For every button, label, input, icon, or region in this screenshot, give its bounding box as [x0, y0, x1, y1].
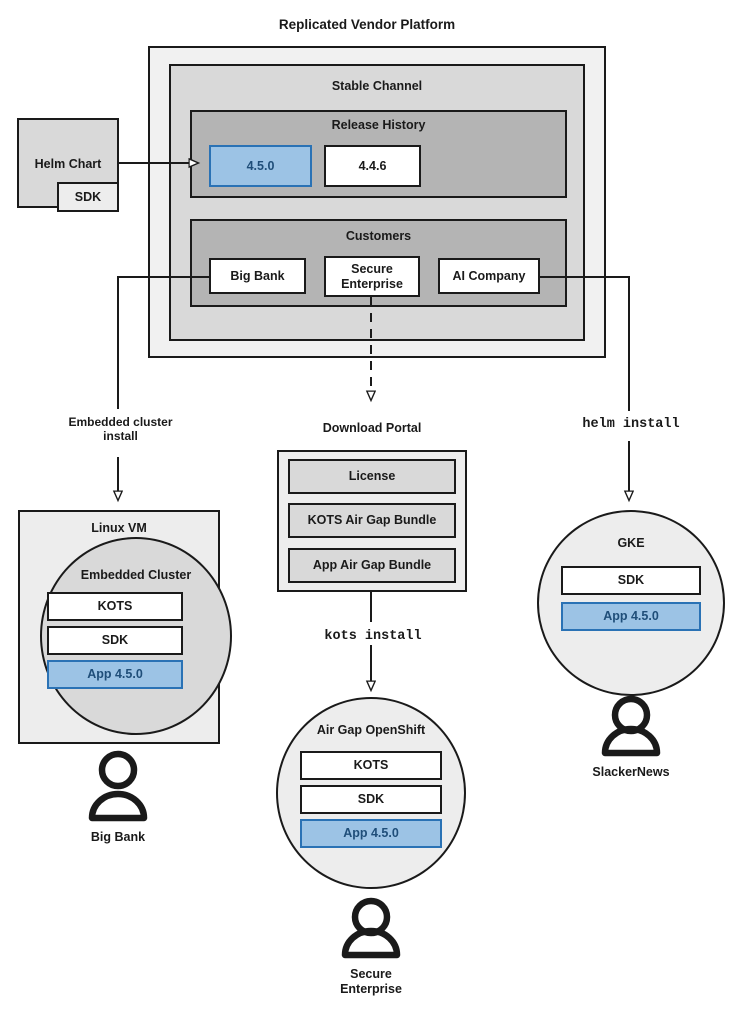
connector-label-embedded-cluster-install: Embedded cluster install [68, 415, 173, 444]
actor-secure-enterprise-label: Secure Enterprise [340, 967, 402, 996]
artifact-license[interactable]: License [288, 459, 456, 494]
connector-label-kots-install: kots install [324, 629, 422, 644]
component-linuxvm-sdk[interactable]: SDK [47, 626, 183, 655]
connector-label-helm-install: helm install [582, 417, 680, 432]
actor-big-bank-label: Big Bank [90, 830, 146, 844]
host-linux-vm-label: Linux VM [91, 521, 147, 535]
person-icon-big-bank [88, 750, 148, 822]
helm-chart-label: Helm Chart [34, 157, 102, 171]
actor-slackernews-label: SlackerNews [592, 765, 670, 779]
customer-secure-enterprise[interactable]: Secure Enterprise [324, 256, 420, 297]
component-openshift-kots[interactable]: KOTS [300, 751, 442, 780]
component-openshift-app[interactable]: App 4.5.0 [300, 819, 442, 848]
person-icon-secure-enterprise [341, 897, 401, 959]
page-title: Replicated Vendor Platform [278, 17, 456, 32]
embedded-cluster-label: Embedded Cluster [80, 568, 192, 582]
release-history-label: Release History [331, 118, 426, 132]
component-linuxvm-kots[interactable]: KOTS [47, 592, 183, 621]
artifact-kots-air-gap-bundle[interactable]: KOTS Air Gap Bundle [288, 503, 456, 538]
artifact-app-air-gap-bundle[interactable]: App Air Gap Bundle [288, 548, 456, 583]
release-chip-4-5-0[interactable]: 4.5.0 [209, 145, 312, 187]
customer-ai-company[interactable]: AI Company [438, 258, 540, 294]
component-openshift-sdk[interactable]: SDK [300, 785, 442, 814]
person-icon-slackernews [601, 695, 661, 757]
customer-big-bank[interactable]: Big Bank [209, 258, 306, 294]
component-linuxvm-app[interactable]: App 4.5.0 [47, 660, 183, 689]
helm-chart-sdk-box[interactable]: SDK [57, 182, 119, 212]
customers-label: Customers [345, 229, 412, 243]
download-portal-label: Download Portal [322, 421, 422, 435]
release-chip-4-4-6[interactable]: 4.4.6 [324, 145, 421, 187]
air-gap-openshift-label: Air Gap OpenShift [316, 723, 426, 737]
component-gke-sdk[interactable]: SDK [561, 566, 701, 595]
component-gke-app[interactable]: App 4.5.0 [561, 602, 701, 631]
gke-label: GKE [617, 536, 645, 550]
stable-channel-label: Stable Channel [331, 79, 423, 93]
